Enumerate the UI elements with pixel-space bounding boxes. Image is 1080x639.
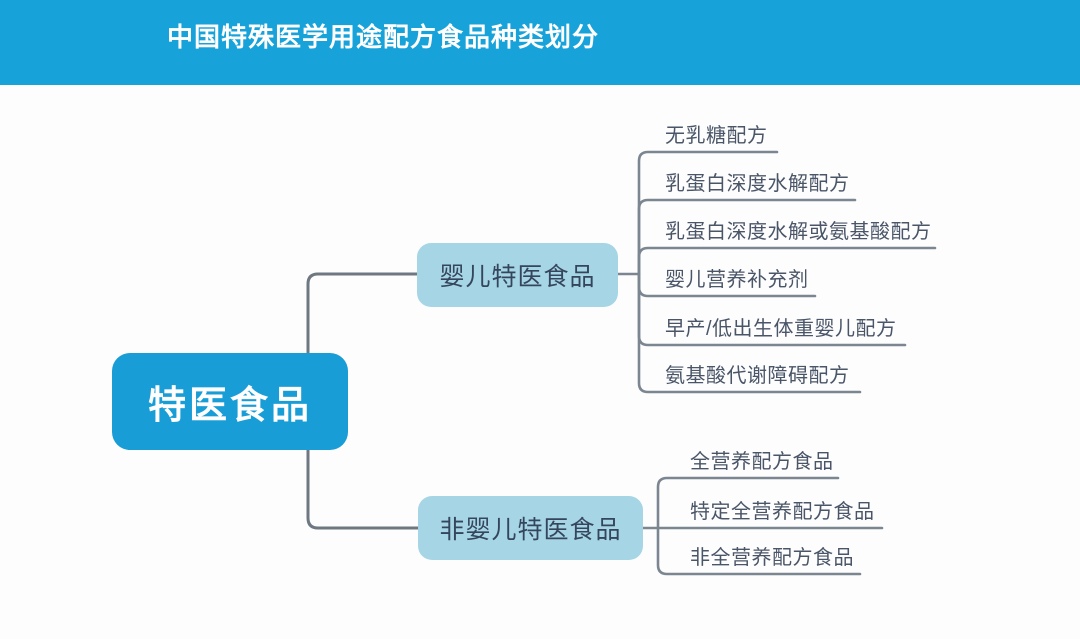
- connector-path: [637, 272, 862, 394]
- leaf-node-label: 无乳糖配方: [665, 125, 768, 147]
- connector-path: [656, 526, 862, 576]
- connector-path: [656, 476, 840, 530]
- branch-node-non-infant: 非婴儿特医食品: [418, 496, 643, 560]
- leaf-node-label: 婴儿营养补充剂: [665, 269, 809, 291]
- leaf-node-label: 氨基酸代谢障碍配方: [665, 365, 850, 387]
- connector-path: [637, 150, 779, 276]
- header-bar: 中国特殊医学用途配方食品种类划分: [0, 0, 1080, 85]
- leaf-node-label: 全营养配方食品: [690, 451, 834, 473]
- diagram-title: 中国特殊医学用途配方食品种类划分: [167, 22, 600, 52]
- branch-node-infant: 婴儿特医食品: [417, 243, 618, 307]
- leaf-node-label: 乳蛋白深度水解或氨基酸配方: [665, 221, 932, 243]
- connector-path: [637, 198, 857, 276]
- leaf-node-label: 乳蛋白深度水解配方: [665, 173, 850, 195]
- leaf-node-label: 非全营养配方食品: [690, 547, 854, 569]
- connector-path: [637, 246, 937, 276]
- leaf-node-label: 早产/低出生体重婴儿配方: [665, 318, 897, 340]
- leaf-node-label: 特定全营养配方食品: [690, 501, 875, 523]
- root-node: 特医食品: [112, 353, 348, 450]
